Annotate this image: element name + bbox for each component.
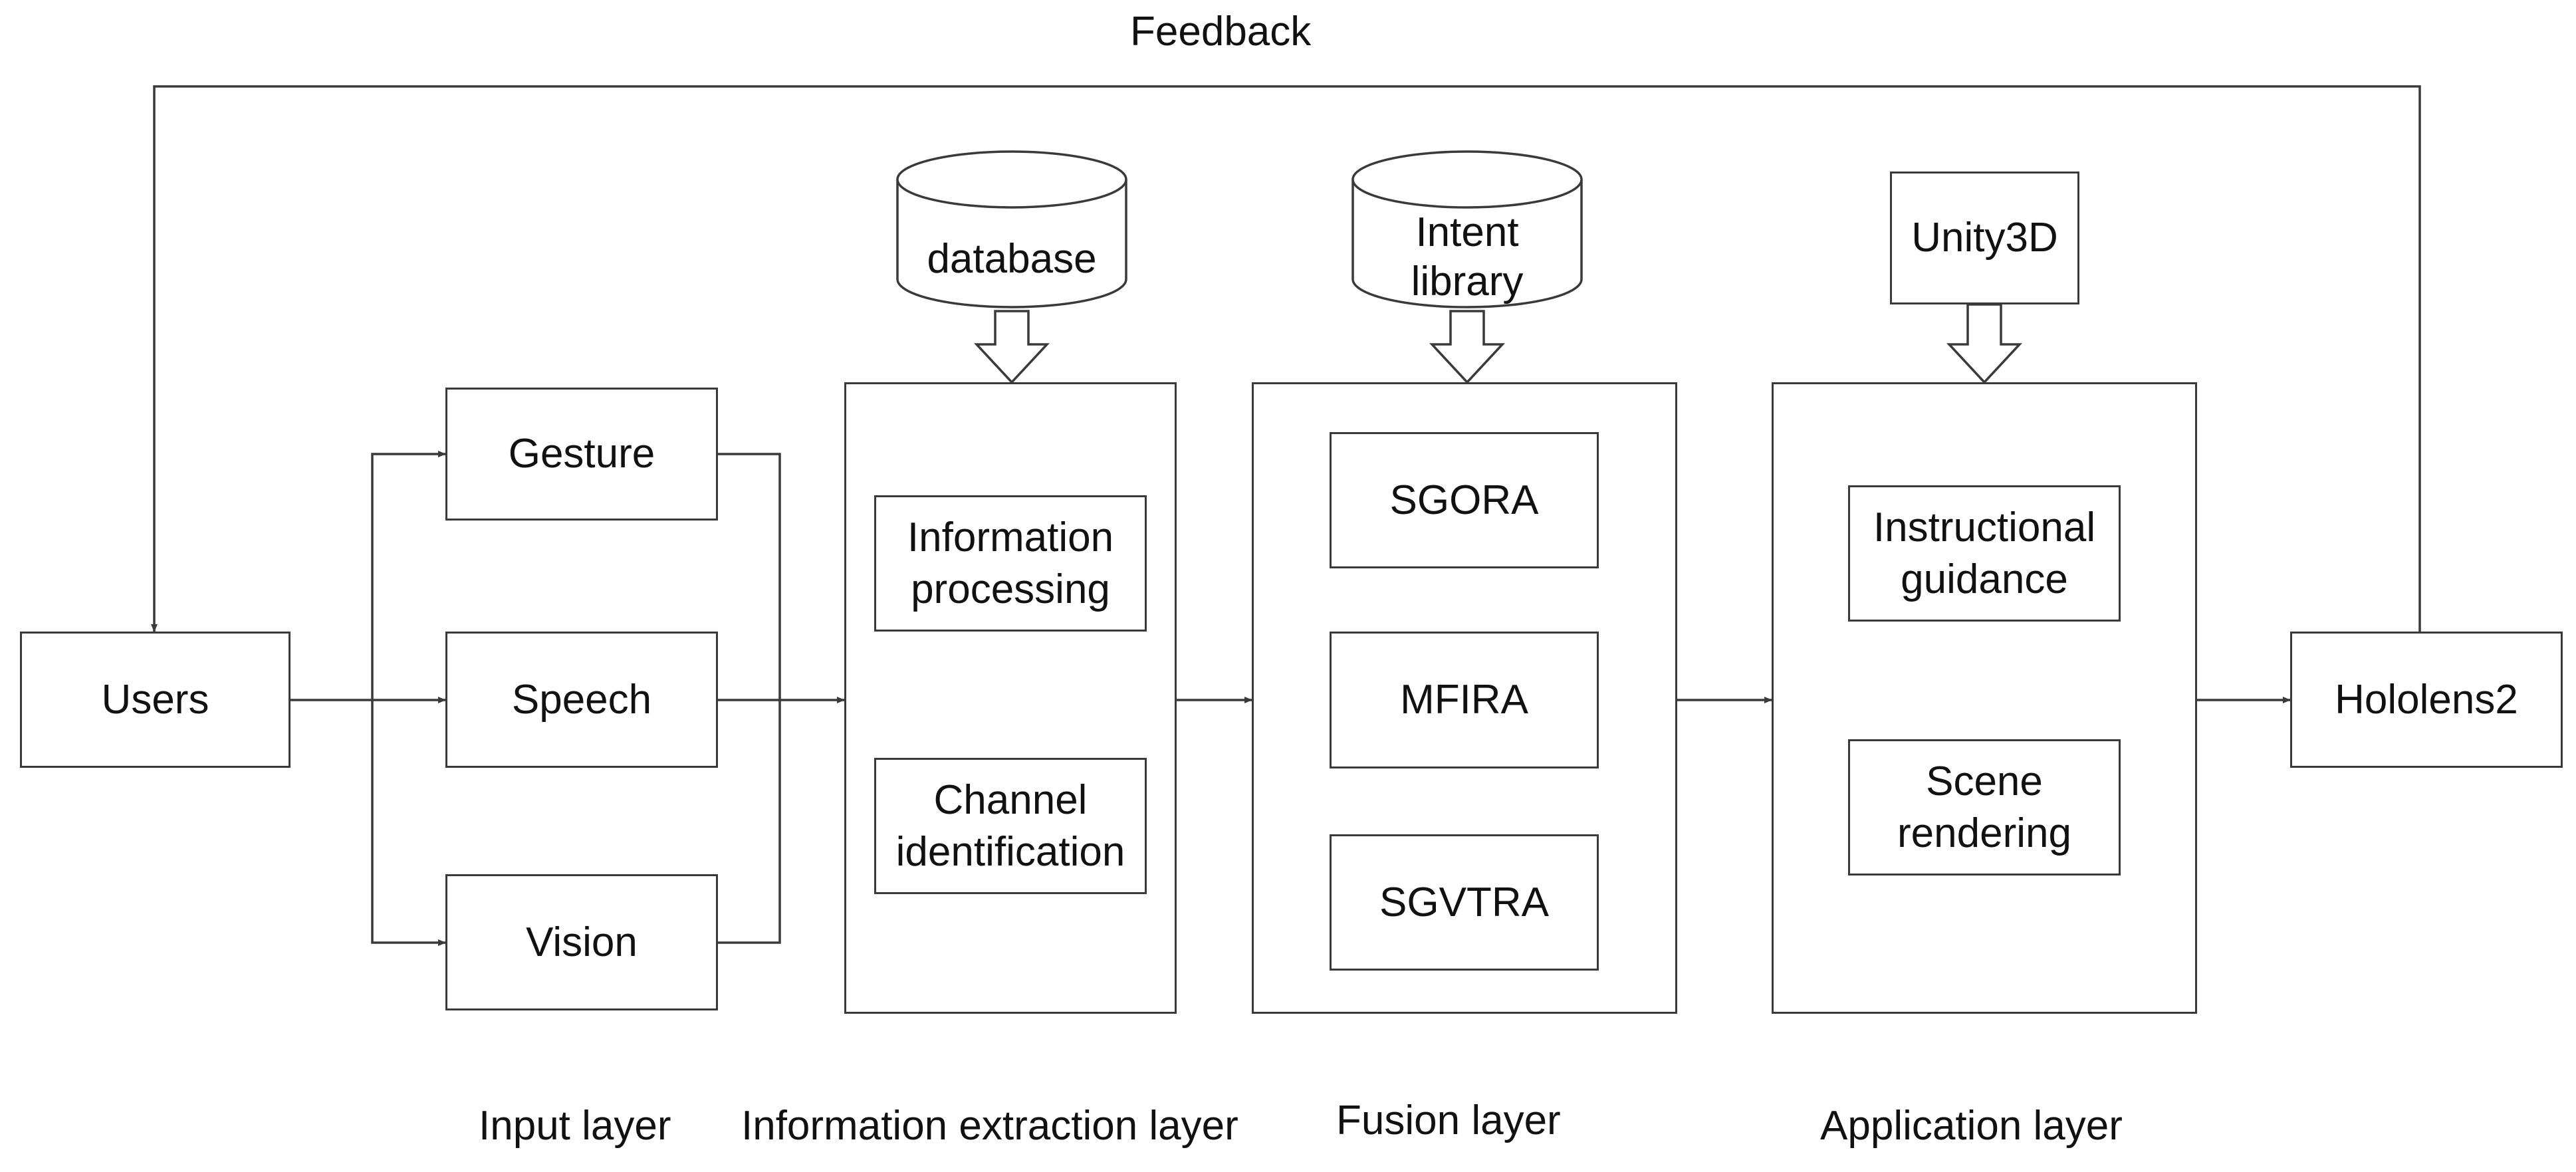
extraction-layer-panel [844,382,1177,1014]
intent-hollow-arrow [1429,310,1506,384]
users-branch-down [371,700,446,946]
sgora-box: SGORA [1330,432,1599,568]
users-box: Users [20,632,291,768]
information-processing-box: Information processing [874,495,1147,632]
gesture-merge-line [718,453,781,700]
scene-rendering-box: Scene rendering [1848,739,2121,876]
unity3d-box: Unity3D [1890,172,2079,304]
sgvtra-box: SGVTRA [1330,834,1599,971]
information-extraction-layer-label: Information extraction layer [741,1103,1238,1149]
application-layer-label: Application layer [1820,1103,2123,1149]
speech-box: Speech [445,632,718,768]
users-branch-up [371,451,446,700]
application-layer-panel [1772,382,2197,1014]
hololens2-box: Hololens2 [2290,632,2563,768]
database-label: database [927,235,1097,282]
vision-box: Vision [445,874,718,1010]
gesture-box: Gesture [445,388,718,521]
database-cylinder [896,150,1127,308]
mfira-box: MFIRA [1330,632,1599,768]
unity-hollow-arrow [1946,303,2023,384]
intent-library-cylinder [1351,150,1583,308]
instructional-guidance-box: Instructional guidance [1848,485,2121,622]
vision-merge-line [718,700,781,944]
feedback-arrow [151,85,2421,634]
channel-identification-box: Channel identification [874,758,1147,894]
fusion-layer-label: Fusion layer [1336,1098,1561,1143]
intent-library-label: Intent library [1411,209,1524,304]
feedback-label: Feedback [1130,9,1312,55]
database-hollow-arrow [973,310,1050,384]
input-layer-label: Input layer [479,1103,671,1149]
